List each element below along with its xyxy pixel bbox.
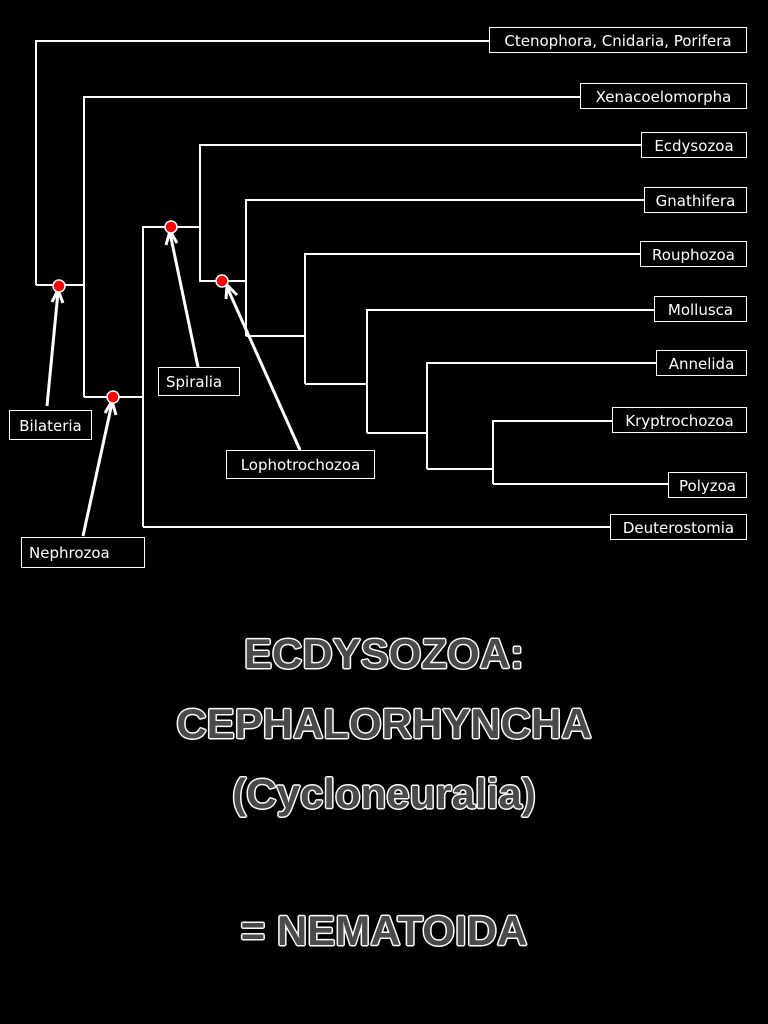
taxon-box-rouphozoa: Rouphozoa: [640, 241, 747, 267]
title-line-cephalorhyncha: CEPHALORHYNCHA: [176, 700, 592, 747]
branch-rouphozoa: [304, 253, 640, 384]
arrow-nephrozoa: [81, 402, 114, 537]
tree-branches: [35, 40, 668, 528]
clade-box-nephrozoa: Nephrozoa: [21, 537, 145, 568]
taxon-box-annelida: Annelida: [656, 350, 747, 376]
title-line-cycloneuralia: (Cycloneuralia): [232, 770, 536, 817]
taxon-box-ecdysozoa: Ecdysozoa: [641, 132, 747, 158]
node-lophotrochozoa: [215, 274, 229, 288]
clade-nodes: [52, 220, 229, 404]
node-nephrozoa: [106, 390, 120, 404]
title-line-nematoida: = NEMATOIDA: [240, 907, 528, 954]
arrow-lophotrochozoa: [225, 286, 302, 451]
branch-mollusca: [366, 309, 654, 433]
branch-ecdysozoa: [199, 144, 642, 227]
clade-box-lophotrochozoa: Lophotrochozoa: [226, 450, 375, 479]
branch-bilateria-xenacoelomorpha: [83, 96, 580, 397]
title-line-ecdysozoa: ECDYSOZOA:: [243, 630, 524, 677]
node-spiralia: [164, 220, 178, 234]
taxon-box-ctenophora-cnidaria-porifera: Ctenophora, Cnidaria, Porifera: [489, 27, 747, 53]
branch-spiralia-stem: [199, 227, 246, 282]
branch-nephrozoa-deuterostomia: [142, 226, 200, 527]
taxon-box-polyzoa: Polyzoa: [668, 472, 747, 498]
phylogenetic-tree: [35, 40, 668, 537]
clade-box-bilateria: Bilateria: [9, 410, 92, 440]
taxon-box-xenacoelomorpha: Xenacoelomorpha: [580, 83, 747, 109]
branch-gnathifera: [245, 199, 645, 336]
branch-kryptrochozoa: [492, 420, 612, 484]
taxon-box-gnathifera: Gnathifera: [644, 187, 747, 213]
node-bilateria: [52, 279, 66, 293]
branch-annelida: [426, 362, 656, 469]
taxon-box-deuterostomia: Deuterostomia: [610, 514, 747, 540]
arrow-bilateria: [45, 291, 60, 407]
taxon-box-mollusca: Mollusca: [654, 296, 747, 322]
branch-root-ctenophora: [35, 40, 490, 285]
taxon-box-kryptrochozoa: Kryptrochozoa: [612, 407, 747, 433]
clade-box-spiralia: Spiralia: [158, 367, 240, 396]
node-arrows: [45, 227, 302, 537]
arrow-spiralia: [168, 232, 200, 368]
